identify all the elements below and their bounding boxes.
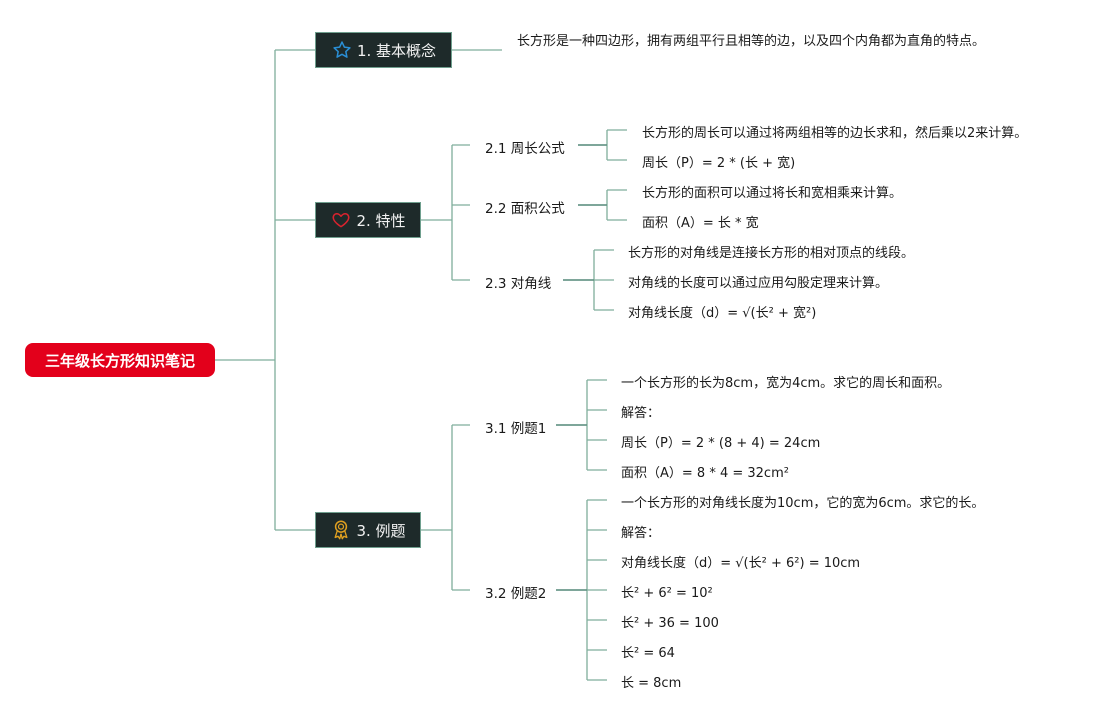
star-icon (331, 39, 353, 61)
leaf-item: 长方形的对角线是连接长方形的相对顶点的线段。 (628, 246, 915, 261)
leaf-item: 解答： (621, 526, 661, 541)
root-label: 三年级长方形知识笔记 (44, 351, 195, 370)
leaf-item: 长 = 8cm (621, 676, 682, 691)
root-node[interactable]: 三年级长方形知识笔记 (25, 343, 215, 377)
branch-label: 1. 基本概念 (356, 41, 437, 60)
leaf-item: 长方形的面积可以通过将长和宽相乘来计算。 (642, 186, 903, 201)
branch-label: 2. 特性 (356, 211, 406, 230)
sub-topic-perimeter[interactable]: 2.1 周长公式 (485, 141, 565, 157)
leaf-item: 长² = 64 (621, 646, 675, 661)
branch-label: 3. 例题 (356, 521, 406, 540)
leaf-item: 长² + 36 = 100 (621, 616, 719, 631)
branch-basic-concept[interactable]: 1. 基本概念 (315, 32, 452, 68)
leaf-item: 长方形的周长可以通过将两组相等的边长求和，然后乘以2来计算。 (642, 126, 1028, 141)
sub-topic-example-1[interactable]: 3.1 例题1 (485, 421, 547, 437)
award-icon (330, 519, 352, 541)
leaf-item: 对角线的长度可以通过应用勾股定理来计算。 (628, 276, 889, 291)
leaf-item: 一个长方形的长为8cm，宽为4cm。求它的周长和面积。 (621, 376, 951, 391)
leaf-item: 面积（A）= 长 * 宽 (642, 216, 759, 231)
branch-examples[interactable]: 3. 例题 (315, 512, 421, 548)
leaf-item: 一个长方形的对角线长度为10cm，它的宽为6cm。求它的长。 (621, 496, 985, 511)
sub-topic-example-2[interactable]: 3.2 例题2 (485, 586, 547, 602)
leaf-item: 周长（P）= 2 * (长 + 宽) (642, 156, 796, 171)
leaf-item: 解答： (621, 406, 661, 421)
leaf-item: 面积（A）= 8 * 4 = 32cm² (621, 466, 789, 481)
leaf-item: 对角线长度（d）= √(长² + 6²) = 10cm (621, 556, 861, 571)
leaf-item: 周长（P）= 2 * (8 + 4) = 24cm (621, 436, 821, 451)
leaf-item: 长² + 6² = 10² (621, 586, 713, 601)
branch-properties[interactable]: 2. 特性 (315, 202, 421, 238)
leaf-item: 对角线长度（d）= √(长² + 宽²) (628, 306, 817, 321)
heart-icon (330, 209, 352, 231)
sub-topic-diagonal[interactable]: 2.3 对角线 (485, 276, 552, 292)
sub-topic-area[interactable]: 2.2 面积公式 (485, 201, 565, 217)
concept-text: 长方形是一种四边形，拥有两组平行且相等的边，以及四个内角都为直角的特点。 (517, 34, 986, 49)
